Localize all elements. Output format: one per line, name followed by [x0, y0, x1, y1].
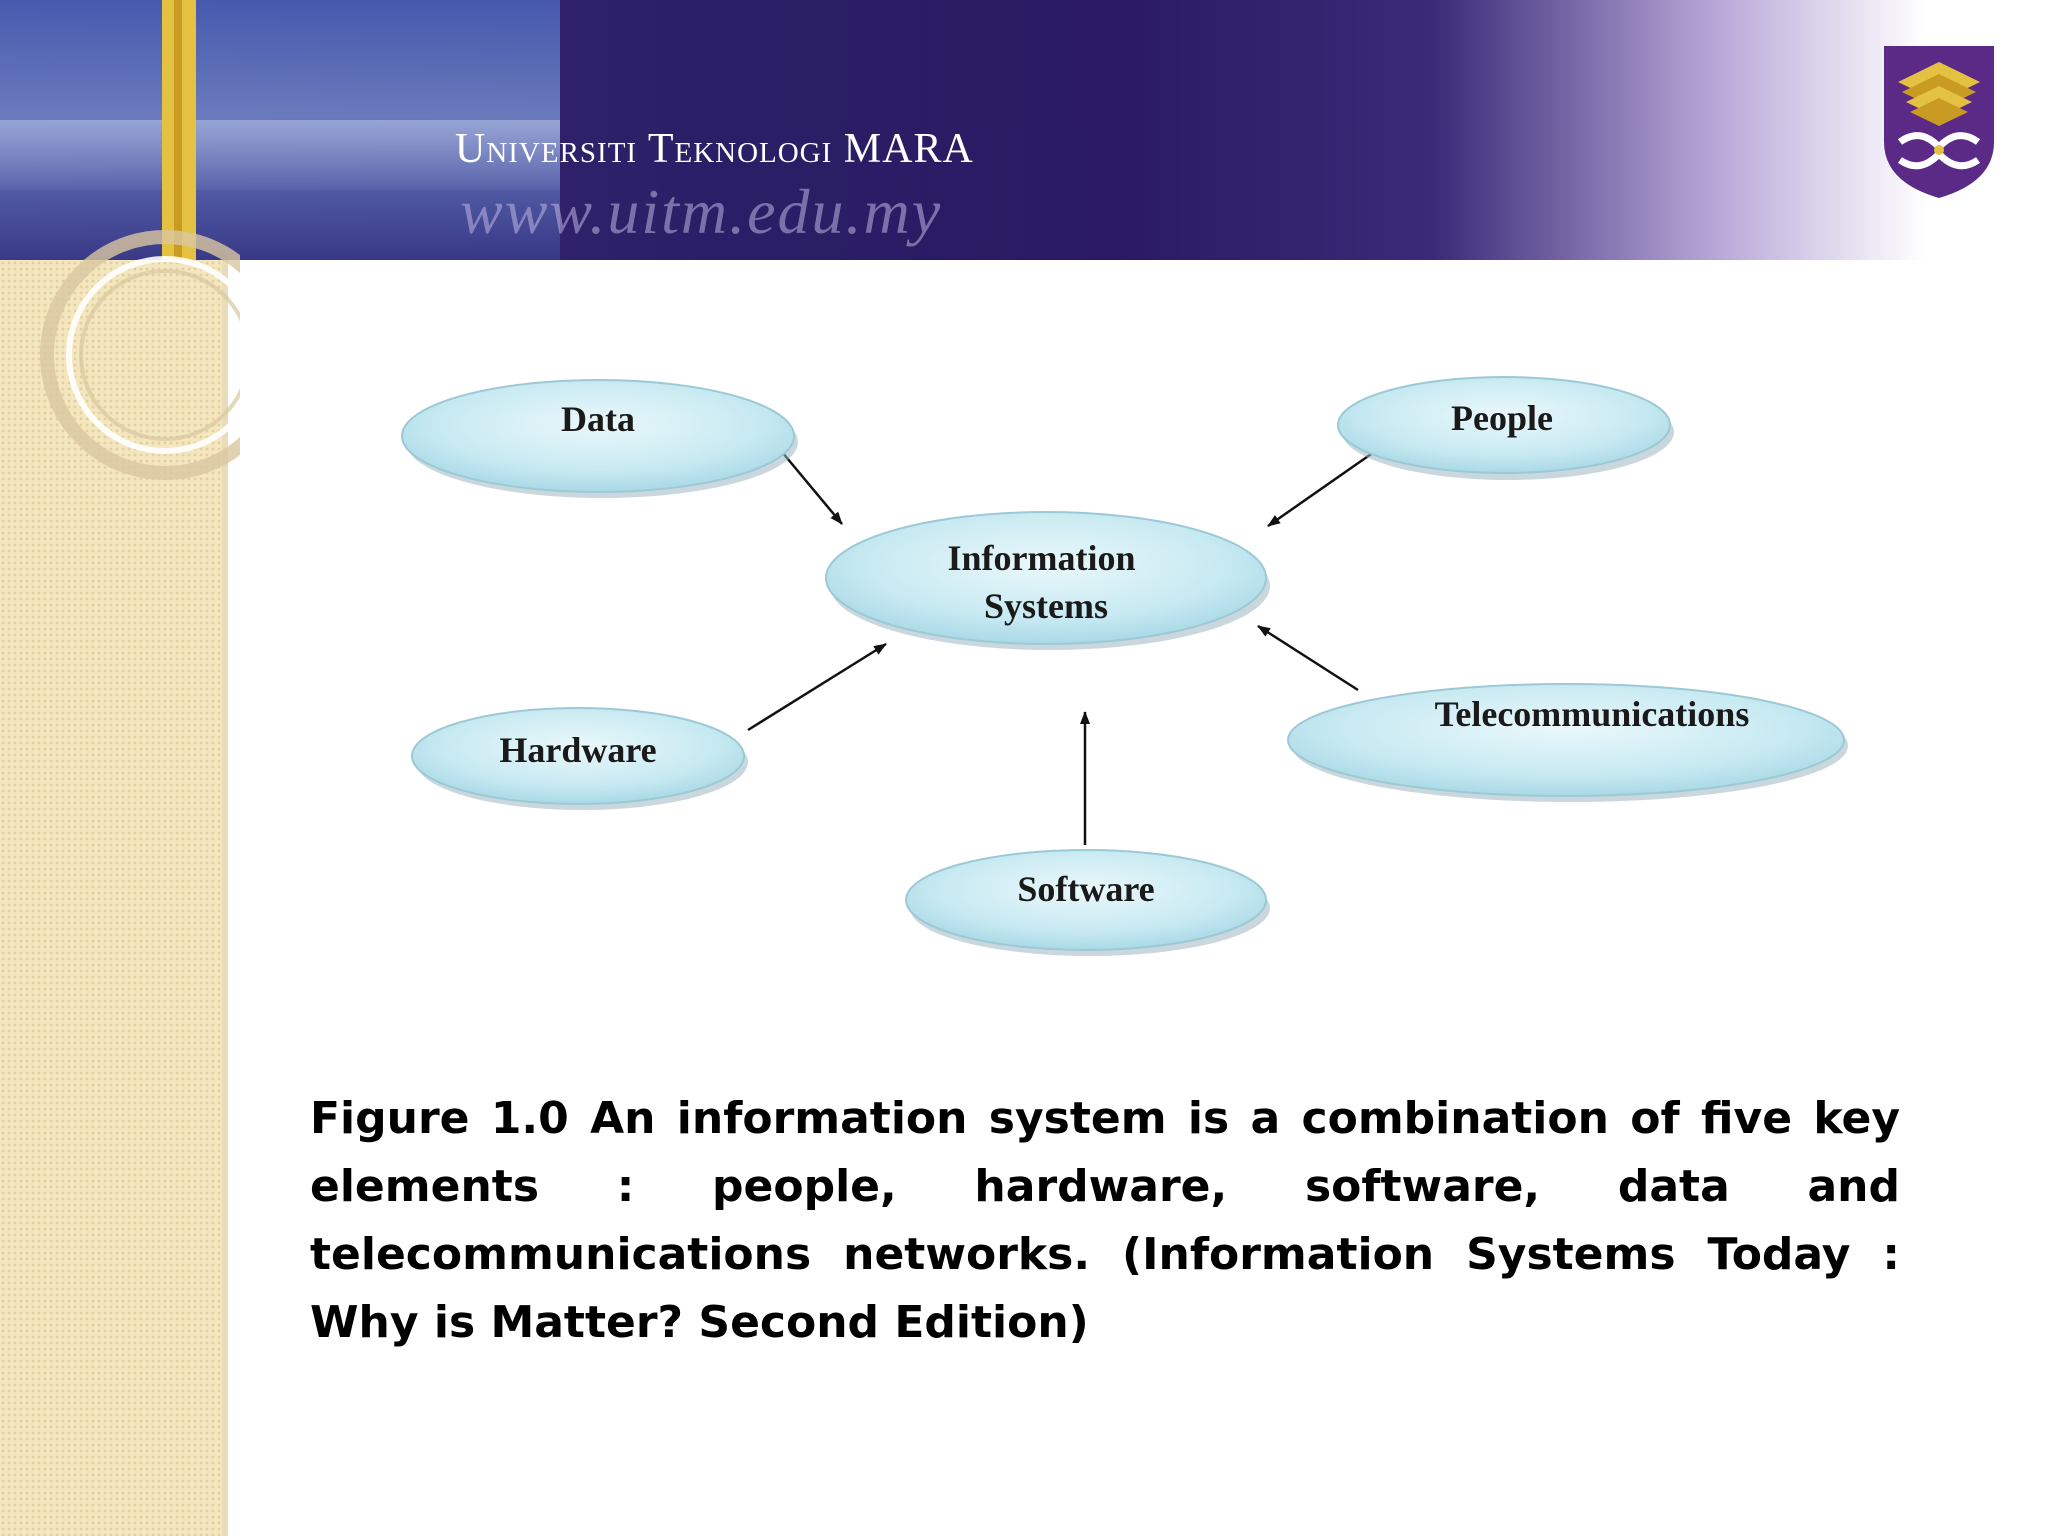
- figure-caption: Figure 1.0 An information system is a co…: [310, 1093, 1900, 1348]
- node-information-systems: [825, 511, 1267, 645]
- label-information: Information: [948, 538, 1136, 578]
- arrow-hardware-to-is: [747, 642, 887, 732]
- label-data: Data: [561, 399, 635, 439]
- node-telecommunications: [1287, 683, 1845, 797]
- arrow-data-to-is: [781, 451, 843, 525]
- arrow-people-to-is: [1267, 450, 1375, 528]
- website-watermark: www.uitm.edu.my: [460, 176, 943, 247]
- left-strip-edge: [222, 260, 228, 1536]
- university-crest-logo: [1884, 46, 1994, 198]
- label-people: People: [1451, 398, 1553, 438]
- label-telecommunications: Telecommunications: [1435, 694, 1750, 734]
- decorative-rings: [40, 230, 240, 480]
- gold-stripe-inner: [174, 0, 182, 260]
- university-name: Universiti Teknologi MARA: [455, 126, 974, 172]
- node-hardware: [411, 707, 745, 805]
- label-hardware: Hardware: [499, 730, 656, 770]
- node-software: [905, 849, 1267, 951]
- header-banner: www.uitm.edu.my Universiti Teknologi MAR…: [0, 0, 2048, 260]
- label-information-systems-line: Information Systems: [948, 538, 1145, 626]
- arrow-telecom-to-is: [1257, 624, 1359, 692]
- node-people: [1337, 376, 1671, 474]
- node-data: [401, 379, 795, 493]
- campus-photo-ridge: [0, 120, 560, 190]
- label-systems: Systems: [984, 586, 1108, 626]
- label-software: Software: [1017, 869, 1154, 909]
